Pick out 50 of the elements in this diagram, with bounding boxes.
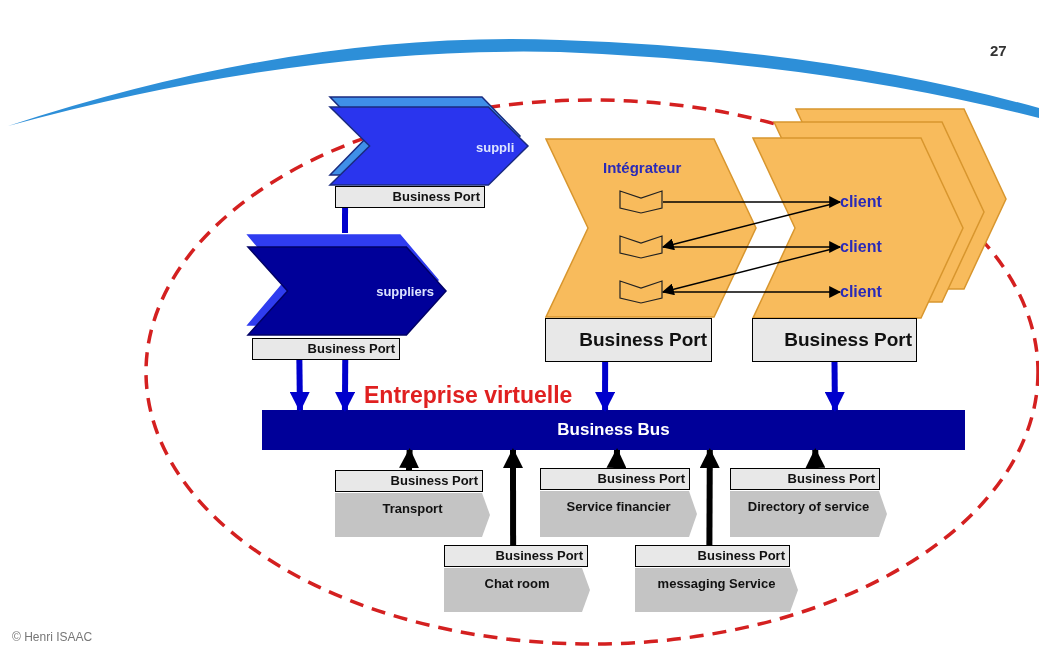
port-box: Business Port [540,468,690,490]
arrow [662,286,842,298]
arrow [661,246,841,296]
port-box: Business Port [444,545,588,567]
chevron-shape [246,233,448,337]
arrow [399,448,420,471]
bus-bar: Business Bus [262,410,965,450]
service-band [335,493,490,537]
arrow [661,201,841,251]
process-step [619,280,663,304]
chevron-shape [328,95,530,187]
node-label: Intégrateur [603,160,682,175]
node-label: Transport [381,500,444,518]
chevron-shape [545,138,757,318]
arrow [662,196,842,208]
service-band [730,491,887,537]
stacked-chevrons [752,108,1008,320]
port-box: Business Port [335,470,483,492]
port-box: Business Port [730,468,880,490]
arrow [335,359,356,412]
client-label: client [840,191,902,213]
port-box: Business Port [252,338,400,360]
arrow [289,359,310,412]
arrow [805,448,826,469]
arrow [606,448,627,469]
arrow [824,361,845,412]
client-label: client [840,236,902,258]
node-label: Chat room [483,575,551,593]
service-band [635,568,798,612]
service-band [444,568,590,612]
process-step [619,190,663,214]
node-label: suppliers [376,285,434,298]
port-box: Business Port [752,318,917,362]
process-step [619,235,663,259]
client-label: client [840,281,902,303]
port-box: Business Port [635,545,790,567]
arrow [699,448,720,545]
node-label: Service financier [565,498,672,516]
arrow [662,241,842,253]
copyright-note: © Henri ISAAC [12,629,93,646]
node-label: messaging Service [656,575,777,593]
service-band [540,491,697,537]
arrow [503,448,523,545]
port-box: Business Port [335,186,485,208]
port-box: Business Port [545,318,712,362]
node-label: Directory of service [746,498,871,516]
arrow [595,362,616,412]
node-label: suppli [476,141,516,154]
group-title: Entreprise virtuelle [364,381,573,410]
page-number: 27 [990,41,1007,61]
